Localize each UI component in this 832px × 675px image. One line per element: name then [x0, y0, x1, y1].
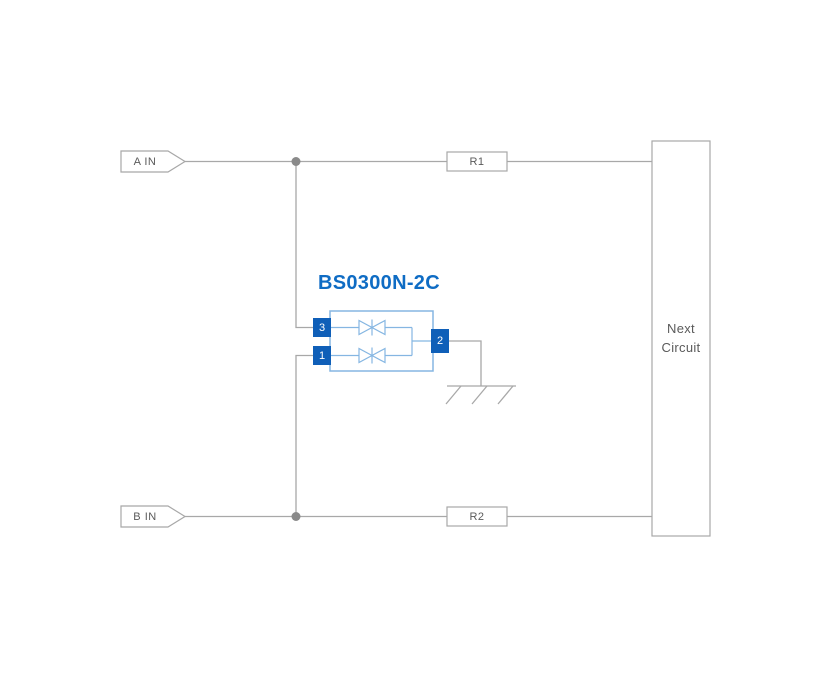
component-pin-1: 1: [313, 346, 331, 365]
junction-dot-b: [291, 512, 301, 521]
ground-icon: [445, 385, 516, 405]
wire-pin2-to-ground: [447, 340, 482, 386]
r1-box: [446, 151, 508, 172]
component-pin-3: 3: [313, 318, 331, 337]
a-in-tag: [120, 150, 187, 173]
junction-dot-a: [291, 157, 301, 166]
next-circuit-box: [651, 140, 711, 537]
b-in-tag: [120, 505, 187, 528]
next-circuit-line2: Circuit: [661, 339, 701, 355]
r2-box: [446, 506, 508, 527]
wire-b-branch: [295, 354, 315, 517]
next-circuit-line1: Next: [667, 321, 695, 337]
tvs-diode-symbol-bottom: [358, 347, 386, 364]
wire-a-branch: [295, 161, 315, 329]
next-circuit-label: Next Circuit: [652, 141, 710, 536]
tvs-diode-symbol-top: [358, 319, 386, 336]
component-pin-2: 2: [431, 329, 449, 353]
component-part-number: BS0300N-2C: [318, 272, 440, 294]
